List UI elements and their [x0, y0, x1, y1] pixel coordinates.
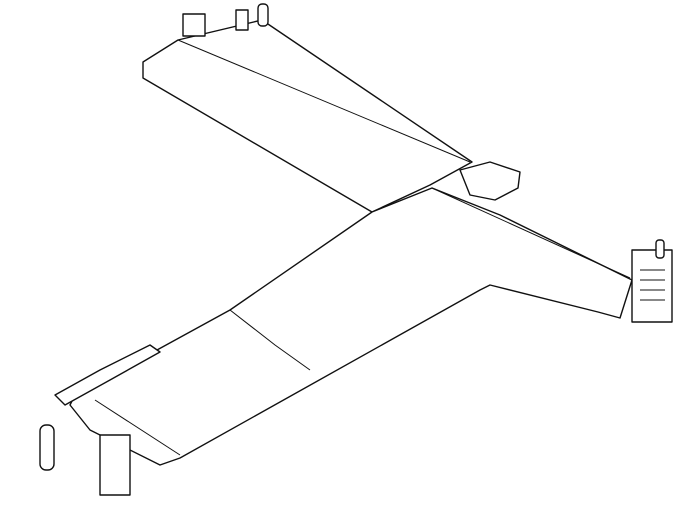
rear-latch: [459, 161, 521, 201]
side-bracket: [631, 249, 673, 323]
upper-clip: [235, 9, 249, 31]
end-flange: [54, 344, 161, 406]
end-leg: [99, 434, 131, 496]
lower-plate: [39, 161, 673, 496]
upper-tab: [182, 13, 206, 37]
upper-plate: [142, 3, 473, 213]
guide-pin: [39, 424, 55, 471]
upper-post: [257, 3, 269, 27]
side-post: [655, 239, 665, 259]
